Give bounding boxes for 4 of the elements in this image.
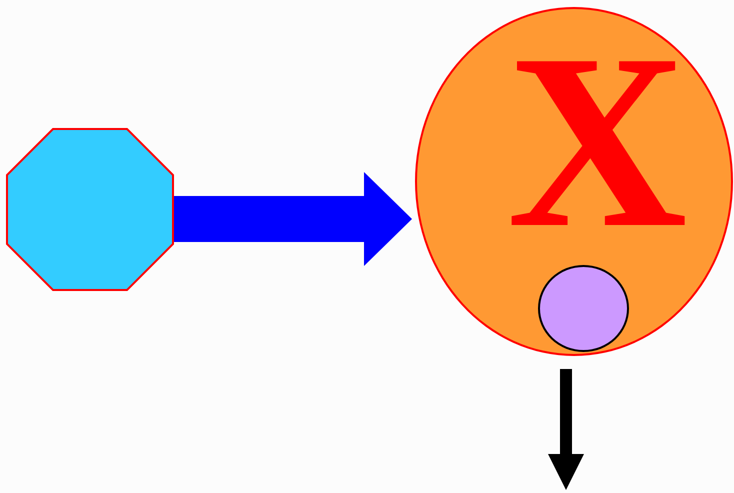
arrow	[548, 369, 584, 490]
x-letter: X	[507, 17, 688, 267]
octagon	[6, 128, 174, 291]
arrow	[174, 172, 412, 266]
